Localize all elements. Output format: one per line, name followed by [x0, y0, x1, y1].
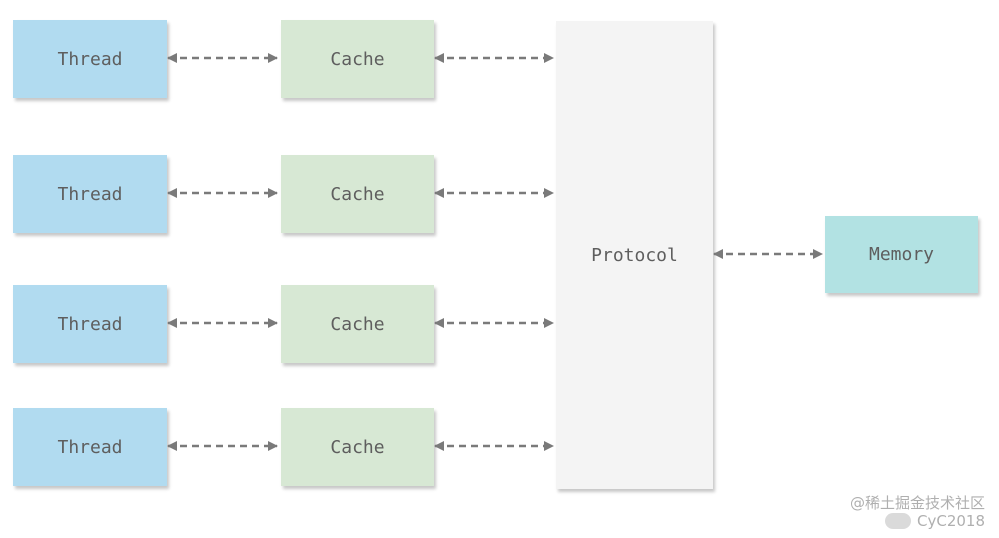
cache-label: Cache: [330, 48, 385, 70]
watermark-line-1: @稀土掘金技术社区: [849, 494, 985, 512]
memory-label: Memory: [868, 244, 935, 265]
cache-box-1: Cache: [281, 20, 434, 98]
cache-box-4: Cache: [281, 408, 434, 486]
thread-box-3: Thread: [13, 285, 167, 363]
thread-label: Thread: [57, 48, 123, 70]
thread-box-4: Thread: [13, 408, 167, 486]
thread-label: Thread: [57, 183, 123, 205]
watermark-line-2: CyC2018: [917, 512, 985, 530]
thread-label: Thread: [57, 313, 123, 335]
watermark-logo-icon: [885, 513, 911, 529]
cache-label: Cache: [330, 436, 385, 458]
cache-label: Cache: [330, 313, 385, 335]
watermark-line-2-row: CyC2018: [850, 512, 985, 530]
memory-box: Memory: [825, 216, 978, 293]
protocol-label: Protocol: [591, 244, 678, 266]
cache-box-2: Cache: [281, 155, 434, 233]
cache-box-3: Cache: [281, 285, 434, 363]
protocol-box: Protocol: [556, 21, 713, 489]
cache-label: Cache: [330, 183, 385, 205]
thread-box-1: Thread: [13, 20, 167, 98]
thread-box-2: Thread: [13, 155, 167, 233]
watermark: @稀土掘金技术社区 CyC2018: [850, 494, 985, 530]
thread-label: Thread: [57, 436, 123, 458]
